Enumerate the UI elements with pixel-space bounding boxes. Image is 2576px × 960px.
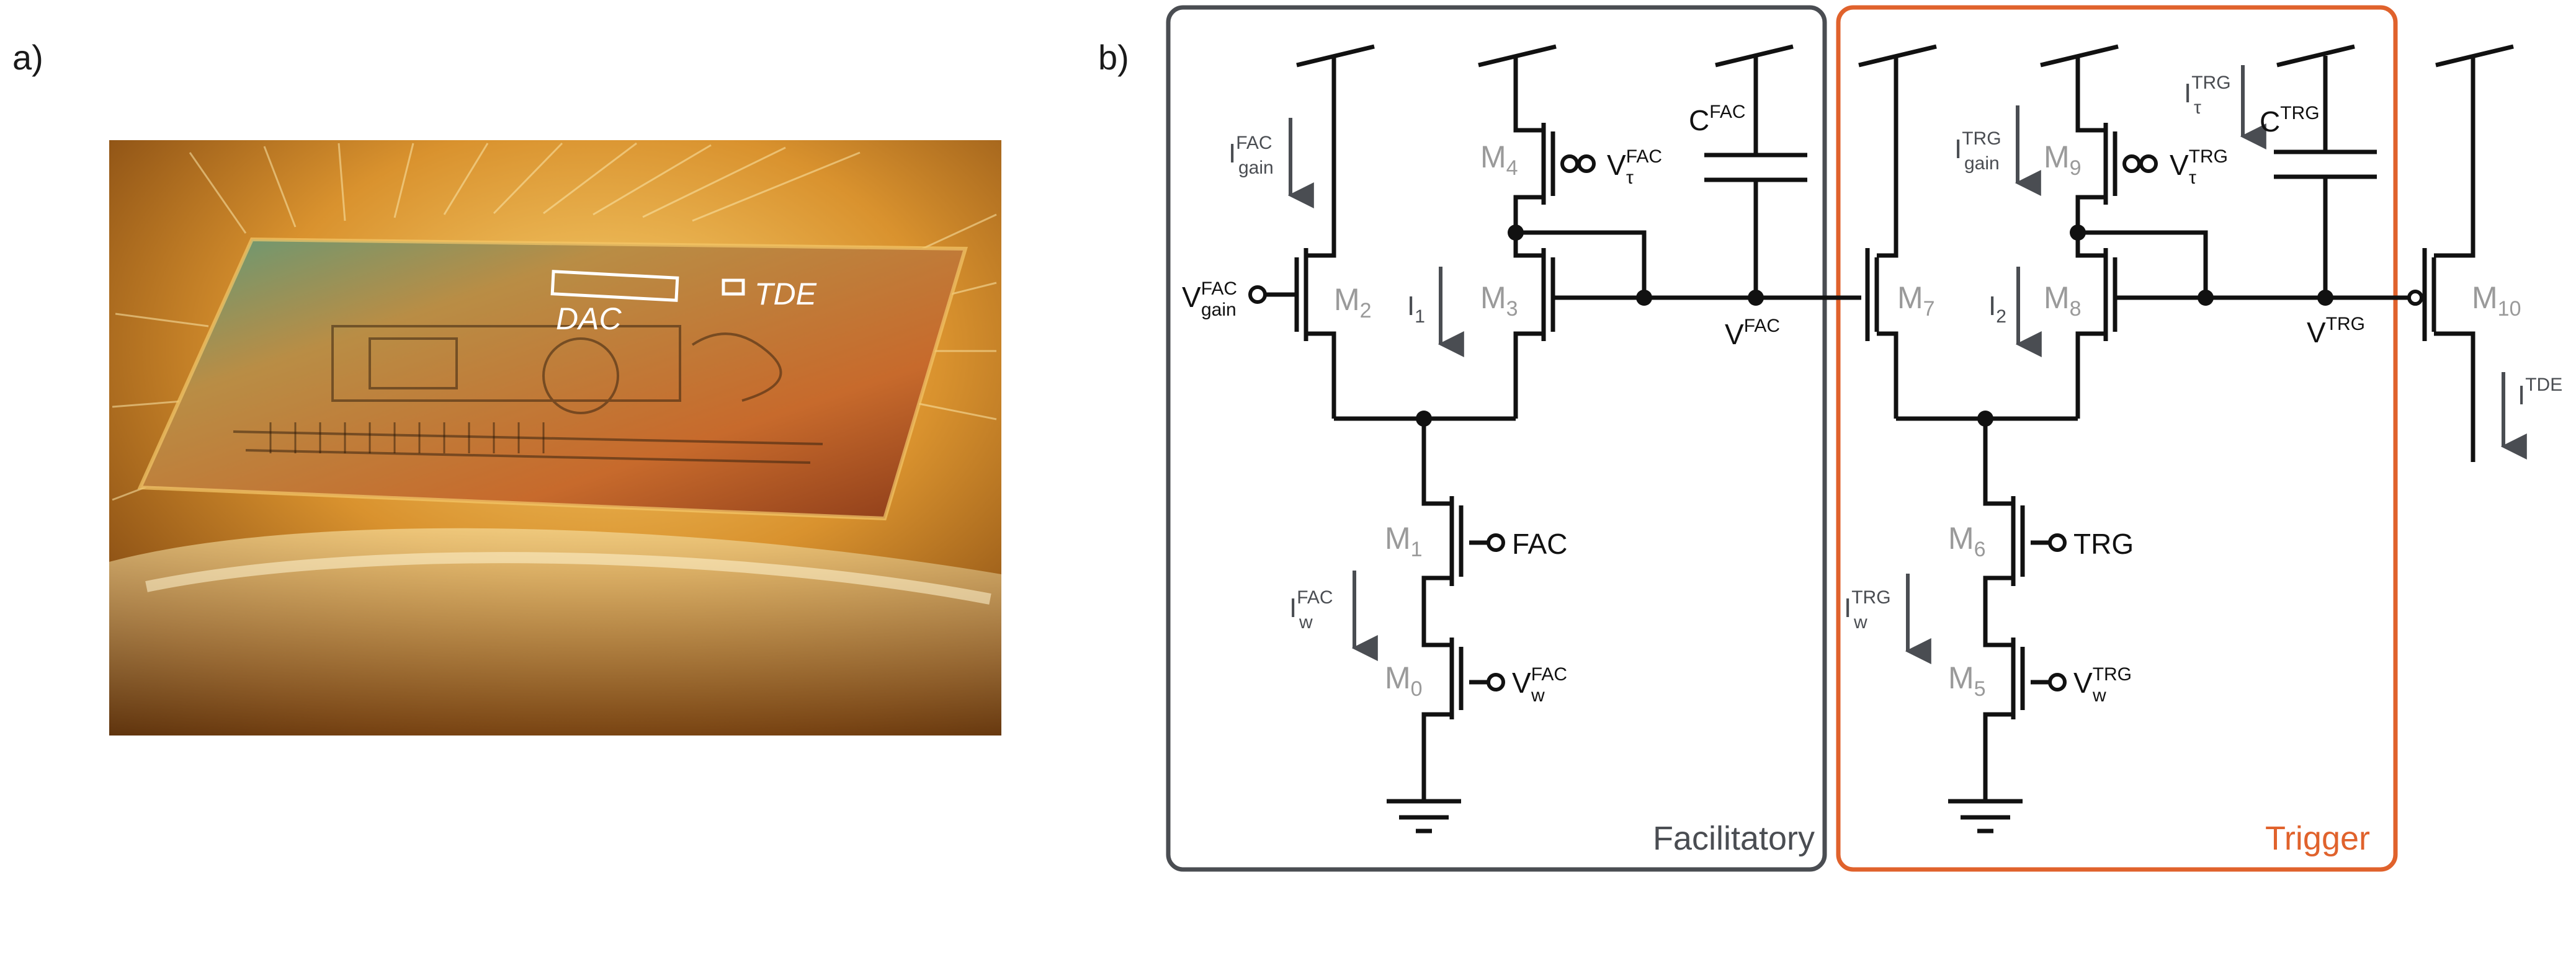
- label-i-2: I2: [1988, 291, 2006, 327]
- chip-photo-drawing: DAC TDE: [109, 140, 1001, 736]
- die: [140, 239, 965, 518]
- label-trg-input: TRG: [2073, 528, 2134, 560]
- trigger-block: [1836, 5, 2398, 872]
- die-circuitry: [233, 325, 823, 464]
- chip-photo: DAC TDE: [109, 140, 1001, 736]
- label-m0: M0: [1385, 660, 1423, 701]
- panel-label-b: b): [1098, 38, 1129, 77]
- label-m7: M7: [1897, 280, 1935, 321]
- label-m4: M4: [1480, 140, 1518, 180]
- label-m2: M2: [1334, 282, 1372, 322]
- label-m9: M9: [2044, 140, 2082, 180]
- gate-bubbles: [1248, 154, 2423, 691]
- label-i-1: I1: [1407, 291, 1425, 327]
- panel-label-a: a): [12, 38, 43, 77]
- wires: [1266, 44, 2514, 833]
- label-c-fac: CFAC: [1689, 102, 1746, 136]
- label-m5: M5: [1948, 660, 1986, 701]
- label-m3: M3: [1480, 280, 1518, 321]
- label-c-trg: CTRG: [2260, 103, 2320, 138]
- label-i-tde: ITDE: [2518, 375, 2562, 411]
- label-v-fac: VFAC: [1725, 316, 1780, 350]
- bond-leads: [112, 142, 997, 501]
- device-labels: M2 M4 M3 M1 M0 M7 M9 M8 M6 M5 M10: [1334, 140, 2521, 701]
- photo-glare: [109, 528, 1001, 736]
- junctions: [1416, 224, 2333, 427]
- label-m6: M6: [1948, 521, 1986, 561]
- label-fac-input: FAC: [1512, 528, 1567, 560]
- label-m10: M10: [2472, 280, 2521, 321]
- current-arrows: [1287, 65, 2527, 664]
- label-m1: M1: [1385, 521, 1423, 561]
- trigger-label: Trigger: [2265, 820, 2370, 857]
- dac-label: DAC: [556, 301, 622, 336]
- facilitatory-label: Facilitatory: [1653, 820, 1815, 857]
- tde-label: TDE: [754, 277, 817, 311]
- facilitatory-block: [1166, 5, 1827, 872]
- tde-highlight-box: [722, 278, 745, 296]
- label-m8: M8: [2044, 280, 2082, 321]
- label-v-trg: VTRG: [2307, 314, 2365, 349]
- die-pads: [269, 422, 545, 453]
- dac-highlight-box: [550, 270, 679, 302]
